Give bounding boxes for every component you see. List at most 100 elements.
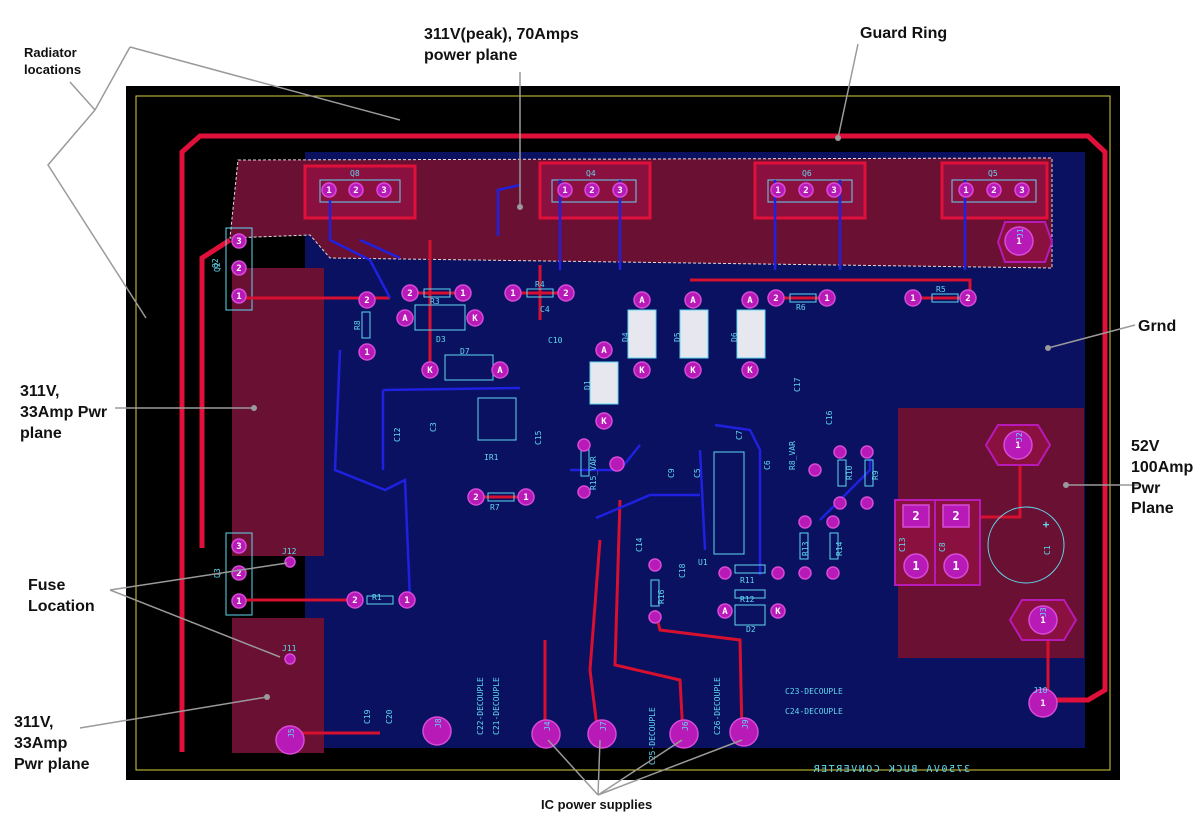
callout-311v-33a-top: 311V, 33Amp Pwr plane [20, 383, 108, 442]
callout-52v-100a-plane: 52V 100Amp Pwr Plane [1131, 438, 1194, 518]
svg-text:2: 2 [912, 509, 919, 523]
svg-text:K: K [601, 417, 607, 427]
svg-text:2: 2 [803, 186, 808, 196]
svg-text:1: 1 [952, 559, 959, 573]
ic-u1: U1 [698, 451, 745, 567]
svg-text:A: A [601, 346, 607, 356]
svg-text:C3: C3 [429, 422, 438, 432]
svg-text:J2: J2 [1015, 432, 1024, 442]
svg-text:R10: R10 [845, 465, 854, 480]
svg-text:R15_VAR: R15_VAR [589, 456, 598, 490]
capacitor-c1 [987, 506, 1065, 584]
callout-radiator-locations: Radiator locations [24, 45, 82, 77]
svg-text:C19: C19 [363, 709, 372, 724]
guard-ring-left-inner [199, 237, 232, 548]
svg-text:C15: C15 [534, 430, 543, 445]
svg-text:D6: D6 [730, 332, 739, 342]
svg-text:C10: C10 [548, 336, 563, 345]
svg-text:R13: R13 [801, 541, 810, 556]
svg-text:R11: R11 [740, 576, 755, 585]
svg-text:2: 2 [352, 596, 357, 606]
svg-text:A: A [722, 607, 728, 617]
svg-text:C13: C13 [898, 537, 907, 552]
board-outline [135, 95, 1111, 771]
svg-text:K: K [690, 366, 696, 376]
svg-text:1: 1 [460, 289, 465, 299]
svg-text:D1: D1 [583, 380, 592, 390]
svg-text:K: K [775, 607, 781, 617]
svg-text:D7: D7 [460, 347, 470, 356]
svg-text:J10: J10 [1033, 686, 1048, 695]
svg-text:1: 1 [404, 596, 409, 606]
svg-text:J7: J7 [599, 721, 608, 731]
svg-text:R12: R12 [740, 595, 755, 604]
square-pads [902, 504, 970, 528]
svg-text:1: 1 [326, 186, 331, 196]
svg-text:+: + [1043, 518, 1050, 531]
ref-ir1: IR1 [484, 453, 499, 462]
callout-guard-ring: Guard Ring [860, 25, 948, 42]
svg-text:C18: C18 [678, 563, 687, 578]
svg-text:R4: R4 [535, 280, 545, 289]
svg-text:1: 1 [562, 186, 567, 196]
svg-text:C4: C4 [540, 305, 550, 314]
svg-text:1: 1 [1040, 616, 1045, 626]
svg-text:2: 2 [952, 509, 959, 523]
svg-text:K: K [472, 314, 478, 324]
svg-text:3: 3 [381, 186, 386, 196]
pads [231, 182, 1058, 755]
callout-leaders [47, 43, 1138, 796]
transistor-q2: Q2 [213, 227, 253, 311]
svg-text:C6: C6 [763, 460, 772, 470]
svg-text:C7: C7 [735, 430, 744, 440]
component-bodies [361, 288, 959, 626]
guard-ring-trace [179, 133, 1108, 752]
ref-q2: Q2 [213, 262, 222, 272]
svg-text:J1: J1 [1016, 228, 1025, 238]
svg-text:C12: C12 [393, 427, 402, 442]
svg-text:3: 3 [236, 542, 241, 552]
svg-text:1: 1 [364, 348, 369, 358]
svg-text:R7: R7 [490, 503, 500, 512]
svg-text:C16: C16 [825, 410, 834, 425]
svg-text:A: A [639, 296, 645, 306]
svg-text:3: 3 [236, 237, 241, 247]
svg-text:R8_VAR: R8_VAR [788, 441, 797, 470]
svg-text:K: K [427, 366, 433, 376]
svg-text:2: 2 [773, 294, 778, 304]
svg-text:J4: J4 [543, 721, 552, 731]
ref-q5: Q5 [988, 169, 998, 178]
svg-text:C25-DECOUPLE: C25-DECOUPLE [648, 707, 657, 765]
svg-text:C9: C9 [667, 468, 676, 478]
svg-text:D5: D5 [673, 332, 682, 342]
ref-q6: Q6 [802, 169, 812, 178]
svg-text:Q2: Q2 [211, 258, 220, 268]
svg-text:C14: C14 [635, 537, 644, 552]
svg-text:1: 1 [1040, 699, 1045, 709]
callout-ic-power-supplies: IC power supplies [541, 797, 653, 812]
svg-text:J3: J3 [1039, 607, 1048, 617]
ref-q4: Q4 [586, 169, 596, 178]
ref-q8: Q8 [350, 169, 360, 178]
svg-text:R5: R5 [936, 285, 946, 294]
svg-text:J11: J11 [282, 644, 297, 653]
svg-text:C26-DECOUPLE: C26-DECOUPLE [713, 677, 722, 735]
svg-text:D2: D2 [746, 625, 756, 634]
svg-text:3: 3 [1019, 186, 1024, 196]
svg-text:A: A [747, 296, 753, 306]
svg-text:1: 1 [963, 186, 968, 196]
svg-text:C5: C5 [693, 468, 702, 478]
callout-311v-33a-bottom: 311V, 33Amp Pwr plane [14, 714, 90, 773]
svg-text:3: 3 [831, 186, 836, 196]
svg-text:1: 1 [775, 186, 780, 196]
svg-text:1: 1 [523, 493, 528, 503]
svg-text:2: 2 [991, 186, 996, 196]
svg-text:1: 1 [1015, 441, 1020, 451]
svg-text:1: 1 [910, 294, 915, 304]
svg-text:R14: R14 [835, 541, 844, 556]
callout-dots [251, 135, 1069, 700]
svg-text:2: 2 [589, 186, 594, 196]
